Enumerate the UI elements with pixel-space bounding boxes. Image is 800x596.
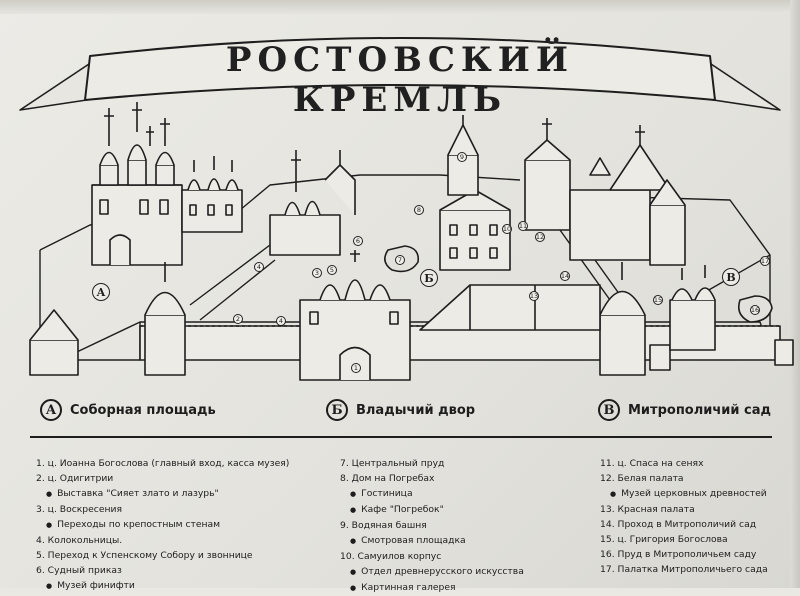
map-marker-12: 12: [535, 232, 545, 242]
title-ribbon: [19, 37, 781, 111]
zone-letter: А: [40, 399, 62, 421]
legend-item: 4. Колокольницы.: [36, 535, 123, 546]
legend-item: 9. Водяная башня: [340, 520, 427, 531]
zone-label-v: В Митрополичий сад: [598, 398, 771, 422]
legend-item: 15. ц. Григория Богослова: [600, 534, 728, 545]
map-marker-11: 11: [518, 221, 528, 231]
map-marker-6: 6: [353, 236, 363, 246]
map-marker-2: 2: [233, 314, 243, 324]
legend-subitem: Отдел древнерусского искусства: [340, 564, 524, 580]
legend-item: 11. ц. Спаса на сенях: [600, 458, 704, 469]
zone-name: Митрополичий сад: [628, 402, 772, 418]
front-towers: [29, 262, 794, 376]
map-marker-15: 15: [653, 295, 663, 305]
board-top-edge: [0, 0, 800, 14]
zone-label-b: Б Владычий двор: [326, 398, 475, 422]
map-marker-17: 17: [760, 256, 770, 266]
area-letter-v: В: [722, 268, 740, 286]
metropolitan-palace: [569, 125, 686, 266]
legend-subitem: Переходы по крепостным стенам: [36, 517, 289, 533]
legend-divider: [30, 436, 772, 438]
zone-label-a: А Соборная площадь: [40, 398, 216, 422]
map-marker-9: 9: [457, 152, 467, 162]
legend-column-3: 11. ц. Спаса на сенях 12. Белая палата М…: [600, 456, 768, 577]
zone-letter: Б: [326, 399, 348, 421]
assumption-cathedral: [91, 102, 183, 266]
legend-column-1: 1. ц. Иоанна Богослова (главный вход, ка…: [36, 456, 289, 594]
legend-item: 12. Белая палата: [600, 473, 684, 484]
water-tower: [447, 115, 479, 196]
area-letter-b: Б: [420, 269, 438, 287]
legend-item: 10. Самуилов корпус: [340, 551, 442, 562]
legend-item: 3. ц. Воскресения: [36, 504, 122, 515]
legend-item: 17. Палатка Митрополичьего сада: [600, 564, 768, 575]
legend-item: 13. Красная палата: [600, 504, 695, 515]
legend-item: 14. Проход в Митрополичий сад: [600, 519, 757, 530]
legend-item: 1. ц. Иоанна Богослова (главный вход, ка…: [36, 458, 290, 469]
belfry: [181, 156, 243, 233]
legend-subitem: Выставка "Сияет злато и лазурь": [36, 486, 289, 502]
zone-letter: В: [598, 399, 620, 421]
resurrection-church: [269, 150, 356, 256]
legend-item: 6. Судный приказ: [36, 565, 122, 576]
legend-subitem: Гостиница: [340, 486, 524, 502]
legend-subitem: Музей церковных древностей: [600, 486, 768, 502]
zone-name: Соборная площадь: [70, 402, 216, 418]
white-chamber: [524, 118, 571, 231]
legend-item: 5. Переход к Успенскому Собору и звонниц…: [36, 550, 253, 561]
page-title: РОСТОВСКИЙ КРЕМЛЬ: [225, 40, 575, 120]
legend-item: 2. ц. Одигитрии: [36, 473, 114, 484]
map-marker-4b: 4: [276, 316, 286, 326]
legend-item: 16. Пруд в Митрополичьем саду: [600, 549, 757, 560]
legend-item: 7. Центральный пруд: [340, 458, 445, 469]
red-chamber: [419, 284, 601, 331]
gregory-church: [669, 265, 716, 351]
map-marker-13: 13: [529, 291, 539, 301]
map-marker-10: 10: [502, 224, 512, 234]
map-marker-3: 3: [312, 268, 322, 278]
area-letter-a: А: [92, 283, 110, 301]
map-marker-7: 7: [395, 255, 405, 265]
legend-subitem: Картинная галерея: [340, 580, 524, 596]
map-marker-8: 8: [414, 205, 424, 215]
legend-column-2: 7. Центральный пруд 8. Дом на Погребах Г…: [340, 456, 524, 596]
legend-subitem: Кафе "Погребок": [340, 502, 524, 518]
legend-subitem: Смотровая площадка: [340, 533, 524, 549]
map-marker-5: 5: [327, 265, 337, 275]
map-marker-16: 16: [750, 305, 760, 315]
zone-name: Владычий двор: [356, 402, 476, 418]
board-right-edge: [790, 0, 800, 588]
map-marker-4a: 4: [254, 262, 264, 272]
samuel-building: [439, 189, 511, 271]
map-marker-1: 1: [351, 363, 361, 373]
legend-item: 8. Дом на Погребах: [340, 473, 435, 484]
legend-subitem: Музей финифти: [36, 578, 289, 594]
map-marker-14: 14: [560, 271, 570, 281]
